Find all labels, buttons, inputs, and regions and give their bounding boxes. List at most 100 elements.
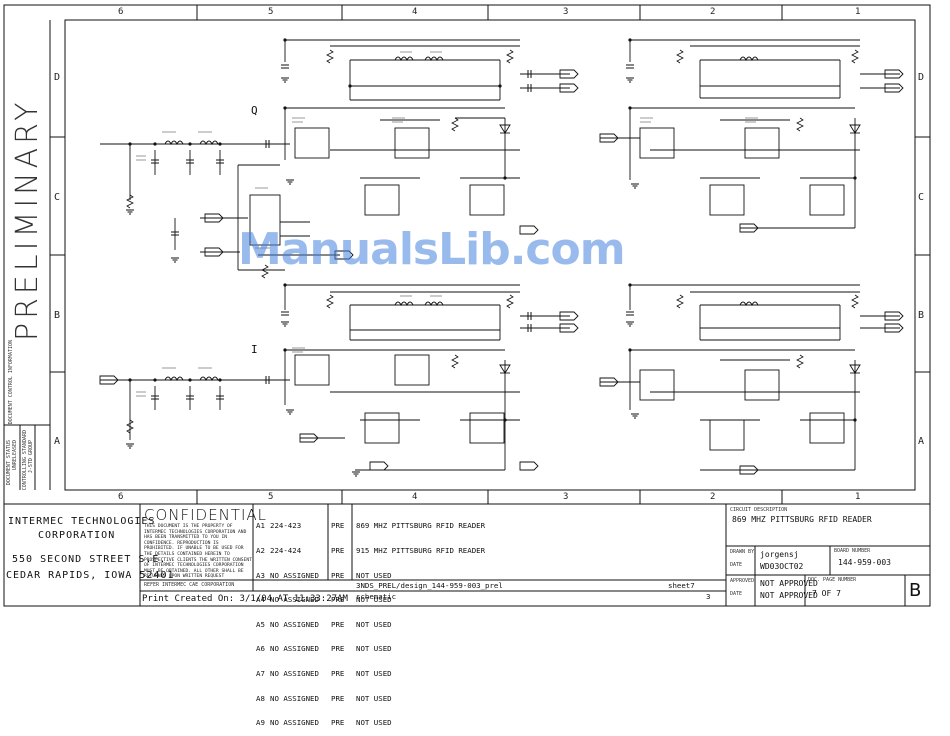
zone-col-5-top: 5 <box>268 7 274 17</box>
company-name-line1: INTERMEC TECHNOLOGIES <box>8 516 156 527</box>
schematic-drawing <box>3 4 931 607</box>
assembly-code: A5 <box>256 619 265 629</box>
ground-symbols <box>126 77 639 477</box>
approved-date-label: DATE <box>730 591 743 597</box>
assembly-description: NOT USED <box>356 718 392 728</box>
assembly-descriptions: 869 MHZ PITTSBURG RFID READER 915 MHZ PI… <box>356 506 485 736</box>
assembly-numbers: 224-423 224-424 NO ASSIGNED NO ASSIGNED … <box>270 506 319 736</box>
preliminary-stamp: PRELIMINARY <box>10 98 45 342</box>
zone-row-c-left: C <box>54 192 61 203</box>
address-line2: CEDAR RAPIDS, IOWA 52401 <box>6 570 175 581</box>
assembly-code: A2 <box>256 546 265 556</box>
zone-col-3-top: 3 <box>563 7 569 17</box>
q-channel-label: Q <box>251 104 258 117</box>
zone-row-b-right: B <box>918 310 925 321</box>
zone-row-b-left: B <box>54 310 61 321</box>
resistors <box>126 49 859 434</box>
address-line1: 550 SECOND STREET S.E. <box>12 554 167 565</box>
assembly-description: NOT USED <box>356 644 392 654</box>
assembly-status-item: PRE <box>331 669 345 679</box>
assembly-description: NOT USED <box>356 693 392 703</box>
assembly-number: NO ASSIGNED <box>270 718 319 728</box>
assembly-description: NOT USED <box>356 570 392 580</box>
assembly-description: 869 MHZ PITTSBURG RFID READER <box>356 521 486 531</box>
assembly-code: A3 <box>256 570 265 580</box>
zone-col-6-bottom: 6 <box>118 492 124 502</box>
assembly-code: A1 <box>256 521 265 531</box>
assembly-status-item: PRE <box>331 718 345 728</box>
zone-row-a-right: A <box>918 436 925 447</box>
zone-col-4-top: 4 <box>412 7 418 17</box>
circuit-description-label: CIRCUIT DESCRIPTION <box>730 507 788 513</box>
assembly-code: A4 <box>256 595 265 605</box>
assembly-code: A8 <box>256 693 265 703</box>
assembly-number: 224-423 <box>270 521 302 531</box>
revision-letter: B <box>909 580 922 601</box>
file-type: schematic <box>356 592 397 601</box>
connector-arrows <box>99 69 904 475</box>
circuit-wiring <box>100 39 900 471</box>
zone-row-d-left: D <box>54 72 61 83</box>
zone-col-6-top: 6 <box>118 7 124 17</box>
assembly-number: NO ASSIGNED <box>270 669 319 679</box>
assembly-status-item: PRE <box>331 595 345 605</box>
file-path: 3NDS_PREL/design_144-959-003_prel <box>356 581 503 590</box>
assembly-description: 915 MHZ PITTSBURG RFID READER <box>356 546 486 556</box>
company-name-line2: CORPORATION <box>38 530 116 541</box>
assembly-number: NO ASSIGNED <box>270 570 319 580</box>
approved-value-2: NOT APPROVED <box>760 591 818 600</box>
assembly-status-item: PRE <box>331 693 345 703</box>
assembly-number: NO ASSIGNED <box>270 595 319 605</box>
sheet-label: sheet7 <box>668 581 695 590</box>
capacitors <box>151 64 634 400</box>
board-number: 144-959-003 <box>838 558 891 567</box>
junction-dots <box>128 38 857 422</box>
zone-row-d-right: D <box>918 72 925 83</box>
approved-value: NOT APPROVED <box>760 579 818 588</box>
confidential-footer: REFER INTERMEC CAE CORPORATION <box>144 582 235 588</box>
circuit-description: 869 MHZ PITTSBURG RFID READER <box>732 515 872 524</box>
diodes <box>499 124 861 374</box>
board-number-label: BOARD NUMBER <box>834 548 871 554</box>
zone-col-1-bottom: 1 <box>855 492 861 502</box>
assembly-codes: A1 A2 A3 A4 A5 A6 A7 A8 A9 <box>256 506 265 736</box>
confidential-title: CONFIDENTIAL <box>144 506 268 524</box>
controlling-standard-value: J-STD GROUP <box>28 440 34 474</box>
date-label: DATE <box>730 562 743 568</box>
assembly-code: A9 <box>256 718 265 728</box>
sheet-value: 3 <box>706 592 711 601</box>
assembly-status-item: PRE <box>331 619 345 629</box>
confidential-notice: THIS DOCUMENT IS THE PROPERTY OF INTERME… <box>144 524 252 580</box>
print-created: Print Created On: 3/1/04 AT 11:33:27AM <box>142 594 348 604</box>
assembly-status-item: PRE <box>331 546 345 556</box>
assembly-number: NO ASSIGNED <box>270 693 319 703</box>
zone-col-3-bottom: 3 <box>563 492 569 502</box>
document-control-label: DOCUMENT CONTROL INFORMATION <box>8 340 14 425</box>
assembly-description: NOT USED <box>356 669 392 679</box>
approved-label: APPROVED <box>730 578 755 584</box>
doc-page-number-label: DOC. PAGE NUMBER <box>808 577 857 583</box>
doc-status-value: UNRELEASED <box>12 440 18 471</box>
zone-row-c-right: C <box>918 192 925 203</box>
assembly-status-item: PRE <box>331 570 345 580</box>
component-boxes <box>249 127 845 451</box>
inductors <box>164 56 759 382</box>
assembly-status: PRE PRE PRE PRE PRE PRE PRE PRE PRE <box>331 506 344 736</box>
zone-col-1-top: 1 <box>855 7 861 17</box>
i-channel-label: I <box>251 343 258 356</box>
date-value: WD03OCT02 <box>760 562 804 571</box>
watermark: ManualsLib.com <box>238 224 626 275</box>
schematic-sheet: 6 5 4 3 2 1 6 5 4 3 2 1 D C B A D C B A … <box>3 4 931 727</box>
assembly-code: A7 <box>256 669 265 679</box>
drawn-by-label: DRAWN BY <box>730 549 755 555</box>
assembly-status-item: PRE <box>331 521 345 531</box>
zone-col-2-bottom: 2 <box>710 492 716 502</box>
outer-border <box>3 4 931 607</box>
annotation-marks <box>136 51 758 397</box>
assembly-number: NO ASSIGNED <box>270 644 319 654</box>
zone-col-5-bottom: 5 <box>268 492 274 502</box>
assembly-description: NOT USED <box>356 595 392 605</box>
zone-col-4-bottom: 4 <box>412 492 418 502</box>
assembly-number: NO ASSIGNED <box>270 619 319 629</box>
assembly-number: 224-424 <box>270 546 302 556</box>
